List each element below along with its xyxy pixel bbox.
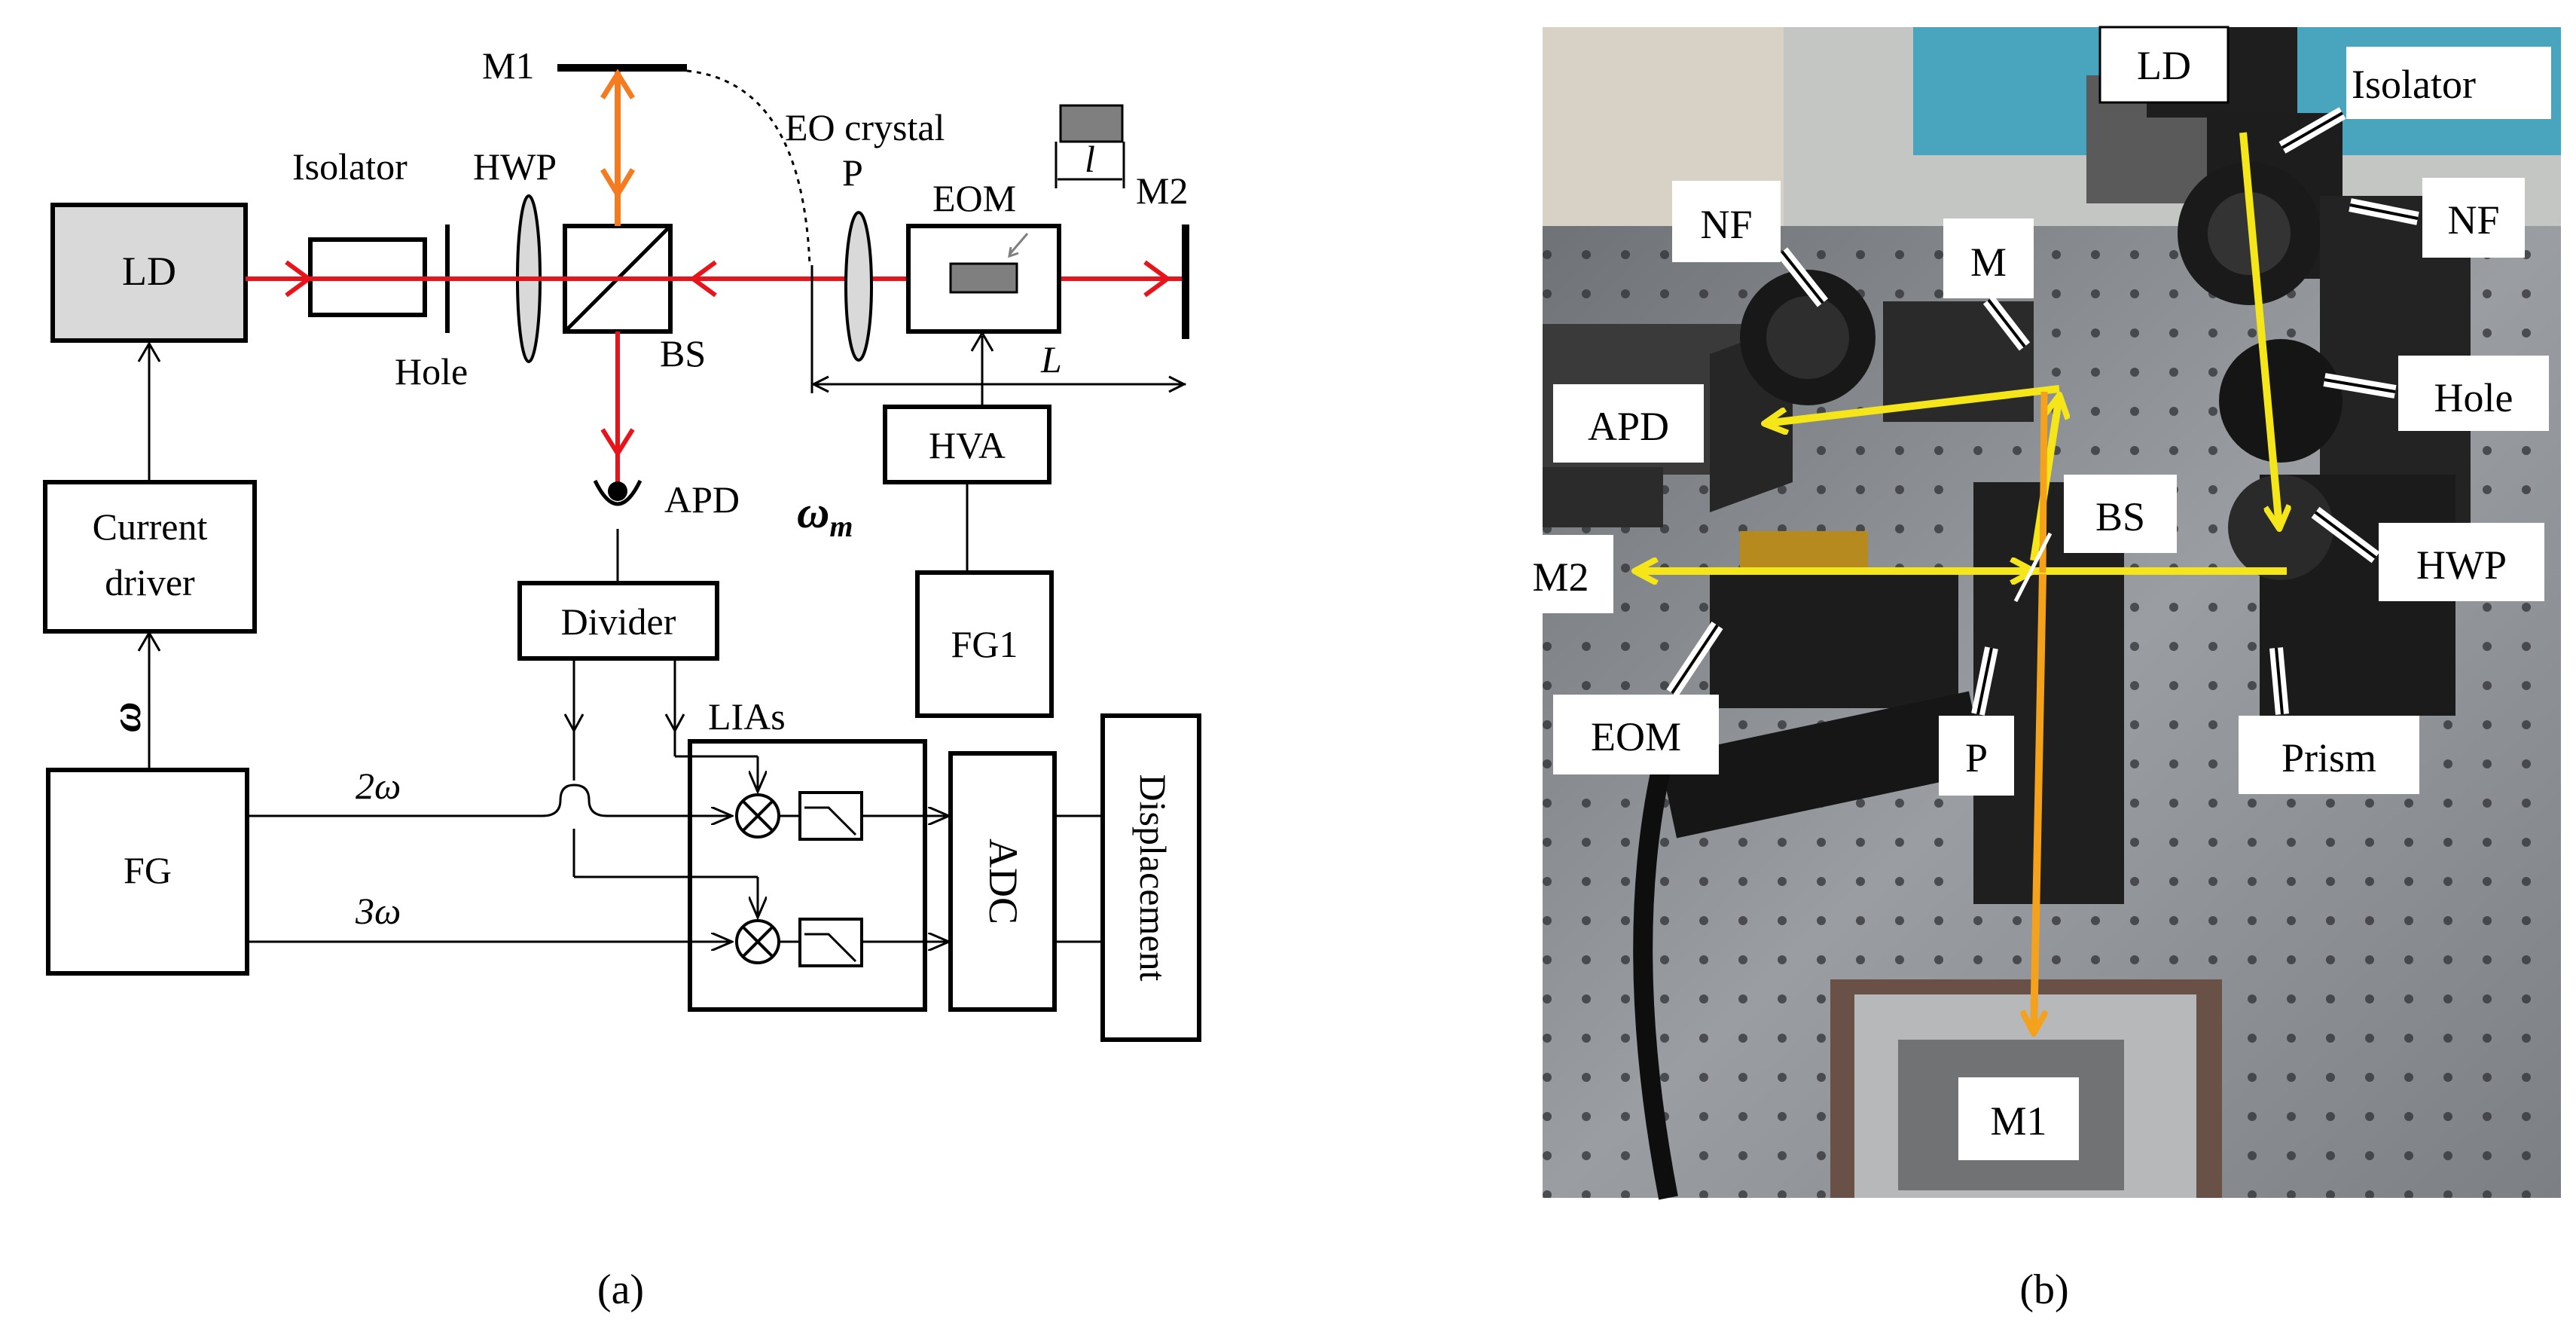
bs-label: BS [660, 332, 706, 374]
photo-label-m1: M1 [1958, 1077, 2079, 1160]
eom-label: EOM [932, 177, 1016, 219]
fg1-label: FG1 [951, 623, 1018, 665]
photo-label-nf-left: NF [1672, 181, 1781, 262]
svg-text:APD: APD [1588, 404, 1669, 449]
hva-box [883, 405, 1051, 484]
eo-crystal-legend [1059, 104, 1124, 143]
divider-label: Divider [561, 600, 676, 643]
fg1-box [915, 570, 1054, 718]
ld-label: LD [122, 249, 176, 294]
photo-panel: LD Isolator NF NF M Hole [1508, 26, 2561, 1313]
adc-box [948, 751, 1057, 1012]
p-label: P [842, 151, 863, 194]
svg-text:M2: M2 [1532, 554, 1589, 600]
two-omega-label: 2ω [356, 765, 401, 807]
svg-text:EOM: EOM [1591, 714, 1681, 759]
adc-label: ADC [981, 839, 1026, 924]
svg-text:Isolator: Isolator [2352, 62, 2476, 107]
hole-label: Hole [395, 350, 468, 393]
hva-label: HVA [929, 424, 1006, 466]
m2-label: M2 [1136, 170, 1188, 212]
displacement-label: Displacement [1132, 774, 1174, 982]
svg-text:BS: BS [2095, 494, 2145, 539]
photo-label-hwp: HWP [2379, 523, 2544, 601]
caption-b: (b) [2019, 1266, 2068, 1313]
eo-crystal-label: EO crystal [785, 106, 945, 148]
svg-text:P: P [1965, 735, 1988, 780]
apd-label: APD [664, 478, 740, 521]
current-driver-box [43, 480, 257, 634]
photo-label-isolator: Isolator [2346, 47, 2551, 119]
svg-text:NF: NF [2447, 197, 2499, 243]
p-lens [844, 211, 873, 362]
orange-beam-bs-m1 [2034, 573, 2043, 1032]
photo-label-ld: LD [2098, 26, 2230, 104]
fg-box [46, 768, 249, 976]
current-driver-label-2: driver [105, 561, 195, 603]
photo-label-nf-right: NF [2422, 178, 2525, 258]
caption-a: (a) [597, 1266, 644, 1313]
yellow-beam-ld-prism [2239, 132, 2279, 527]
displacement-box [1100, 713, 1201, 1042]
lias-label: LIAs [708, 695, 786, 738]
rotation-arc [686, 69, 811, 266]
svg-text:M1: M1 [1990, 1098, 2046, 1144]
svg-text:NF: NF [1700, 202, 1752, 247]
photo-label-hole: Hole [2398, 356, 2549, 431]
m1-label: M1 [482, 44, 534, 87]
svg-text:LD: LD [2137, 43, 2191, 88]
fg-label: FG [124, 849, 172, 891]
svg-text:M: M [1970, 240, 2007, 285]
current-driver-label-1: Current [93, 506, 208, 548]
svg-text:HWP: HWP [2416, 542, 2507, 588]
photo-label-prism: Prism [2239, 716, 2419, 794]
omega-m-label: ωm [797, 487, 853, 543]
isolator-label: Isolator [292, 145, 407, 188]
svg-text:Hole: Hole [2434, 375, 2513, 420]
three-omega-label: 3ω [355, 890, 401, 932]
photo-label-eom: EOM [1553, 695, 1719, 774]
lias-box [688, 739, 927, 1012]
yellow-beam-bs-apd [1766, 385, 2060, 423]
divider-box [517, 581, 719, 661]
photo-label-bs: BS [2064, 475, 2177, 553]
hwp-label: HWP [473, 145, 557, 188]
apd-detector [593, 479, 642, 506]
l-big-label: L [1040, 338, 1062, 380]
photo-label-m: M [1943, 218, 2034, 298]
l-small-label: l [1085, 138, 1095, 180]
photo-label-p: P [1939, 716, 2014, 796]
omega-label: ω [103, 702, 150, 733]
schematic-panel: LD Isolator HWP Hole BS M1 [43, 44, 1201, 1313]
ld-box [50, 203, 248, 343]
photo-label-m2: M2 [1508, 535, 1613, 613]
svg-text:Prism: Prism [2281, 735, 2376, 780]
photo-label-apd: APD [1553, 384, 1704, 463]
